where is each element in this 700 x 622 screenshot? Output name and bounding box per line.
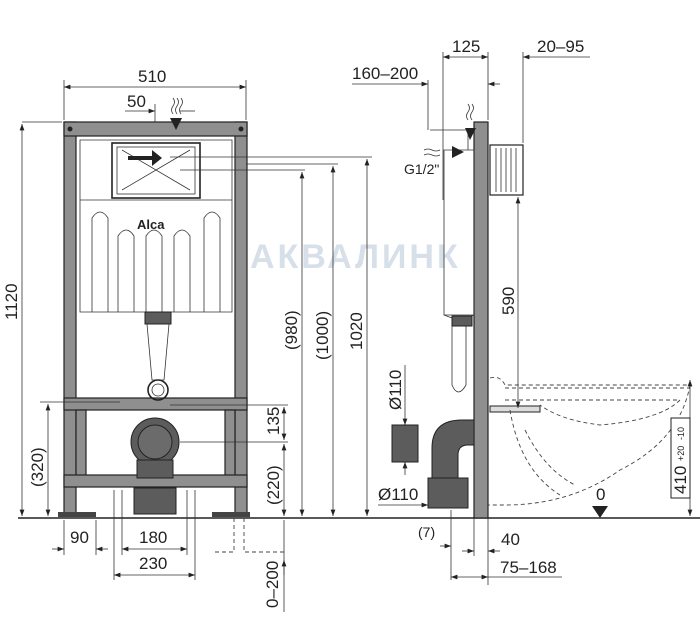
dim-width-510: 510 [138,67,166,86]
dim-range-75-168: 75–168 [500,558,557,577]
dim-height-980: (980) [282,310,301,350]
watermark-text: АКВАЛИНК [250,238,461,276]
floor-level-marker-icon [592,506,608,518]
front-view-dimensions: 510 50 1120 (320) (980) (1000) 1020 135 … [2,67,372,612]
side-view-dimensions: 125 20–95 160–200 G1/2" 590 Ø110 Ø110 (7… [352,37,590,585]
dim-height-320: (320) [28,447,47,487]
dim-range-20-95: 20–95 [537,37,584,56]
dim-diameter-110-lower: Ø110 [378,485,418,504]
dim-offset-50: 50 [127,92,146,111]
floor-zero-label: 0 [596,485,605,504]
dim-height-590: 590 [499,287,518,315]
dim-distance-40: 40 [501,530,520,549]
dim-height-1120: 1120 [2,283,21,320]
dim-seat-height-410: 410 [671,466,690,494]
dim-height-220: (220) [264,465,283,505]
dim-foot-0-200: 0–200 [263,561,282,608]
side-view: 410 +20 -10 0 [391,103,693,519]
dim-depth-125: 125 [452,37,480,56]
alca-logo: Alca [137,217,165,232]
dim-135: 135 [264,407,283,435]
dim-width-180: 180 [139,528,167,547]
water-inlet-label: G1/2" [404,161,439,177]
dim-height-1000: (1000) [313,311,332,360]
dim-foot-90: 90 [70,528,89,547]
front-view-frame: Alca [58,97,250,517]
dim-offset-7: (7) [418,524,435,540]
seat-tolerance-plus: +20 [676,446,686,461]
dim-height-1020: 1020 [347,312,366,350]
seat-tolerance-minus: -10 [676,427,686,440]
dim-width-230: 230 [139,554,167,573]
dim-diameter-110-upper: Ø110 [386,370,405,410]
dim-range-160-200: 160–200 [352,64,418,83]
